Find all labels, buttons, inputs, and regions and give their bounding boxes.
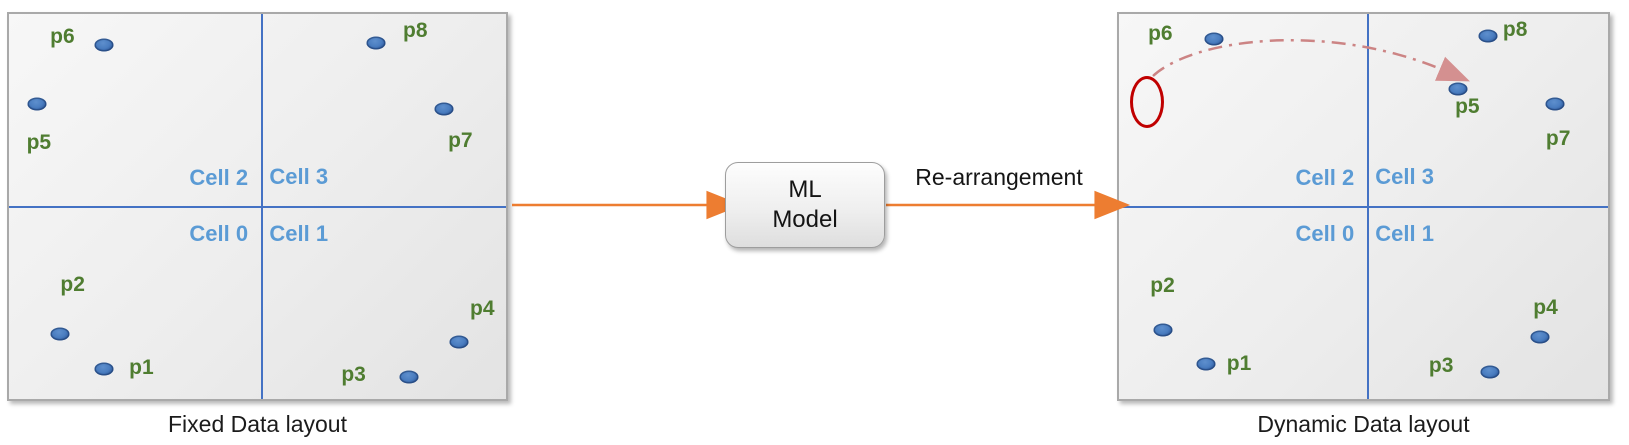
- point-label-p3: p3: [341, 363, 366, 387]
- move-arc-path: [1152, 38, 1470, 82]
- point-label-p7: p7: [448, 129, 473, 153]
- cell-label-cell-0: Cell 0: [1295, 220, 1355, 246]
- ml-model-line1: ML: [788, 176, 822, 203]
- data-point-p6: [94, 38, 114, 52]
- data-point-p2: [50, 327, 70, 341]
- data-point-p4: [449, 335, 469, 349]
- data-point-p3: [399, 370, 419, 384]
- data-point-p4: [1530, 330, 1550, 344]
- cell-label-cell-1: Cell 1: [1375, 220, 1434, 246]
- cell-label-cell-2: Cell 2: [1295, 165, 1355, 191]
- point-label-p7: p7: [1545, 127, 1571, 151]
- cell-label-cell-3: Cell 3: [1375, 164, 1434, 190]
- point-label-p8: p8: [403, 18, 428, 42]
- data-point-p7: [1545, 97, 1565, 111]
- horizontal-divider: [9, 205, 506, 208]
- point-label-p1: p1: [129, 356, 154, 380]
- rearrangement-label: Re-arrangement: [915, 164, 1083, 190]
- data-point-p2: [1153, 323, 1173, 337]
- data-point-p1: [94, 362, 114, 376]
- fixed-layout-caption: Fixed Data layout: [168, 411, 347, 437]
- vacated-slot-ellipse: [1129, 76, 1164, 129]
- data-point-p5: [27, 97, 47, 111]
- point-label-p4: p4: [1533, 295, 1558, 319]
- ml-model-box: ML Model: [725, 162, 885, 248]
- point-label-p2: p2: [60, 273, 85, 297]
- point-label-p6: p6: [1148, 21, 1173, 45]
- point-label-p5: p5: [1455, 95, 1480, 119]
- cell-label-cell-3: Cell 3: [269, 164, 329, 190]
- horizontal-divider: [1119, 205, 1608, 208]
- move-arc-annotation: [1152, 38, 1470, 82]
- point-label-p5: p5: [26, 131, 52, 155]
- point-label-p4: p4: [470, 297, 495, 321]
- data-point-p8: [1478, 29, 1498, 43]
- point-label-p3: p3: [1428, 354, 1454, 378]
- point-label-p6: p6: [50, 24, 75, 48]
- ml-model-line2: Model: [772, 206, 838, 233]
- dynamic-layout-caption: Dynamic Data layout: [1257, 411, 1470, 437]
- data-point-p1: [1196, 357, 1216, 371]
- point-label-p2: p2: [1150, 273, 1175, 297]
- data-point-p7: [434, 102, 454, 116]
- data-point-p6: [1204, 32, 1224, 46]
- data-point-p8: [366, 36, 386, 50]
- cell-label-cell-0: Cell 0: [189, 220, 249, 246]
- data-point-p3: [1480, 365, 1500, 379]
- cell-label-cell-1: Cell 1: [269, 220, 329, 246]
- fixed-layout-panel: Cell 2 Cell 3 Cell 0 Cell 1 p1 p2 p3 p4 p5 p6 p7 p8: [7, 12, 508, 401]
- point-label-p8: p8: [1502, 17, 1528, 41]
- point-label-p1: p1: [1226, 352, 1252, 376]
- dynamic-layout-panel: Cell 2 Cell 3 Cell 0 Cell 1 p1 p2 p3 p4 p5 p6 p7 p8: [1117, 12, 1610, 401]
- data-point-p5: [1448, 82, 1468, 96]
- cell-label-cell-2: Cell 2: [189, 165, 249, 191]
